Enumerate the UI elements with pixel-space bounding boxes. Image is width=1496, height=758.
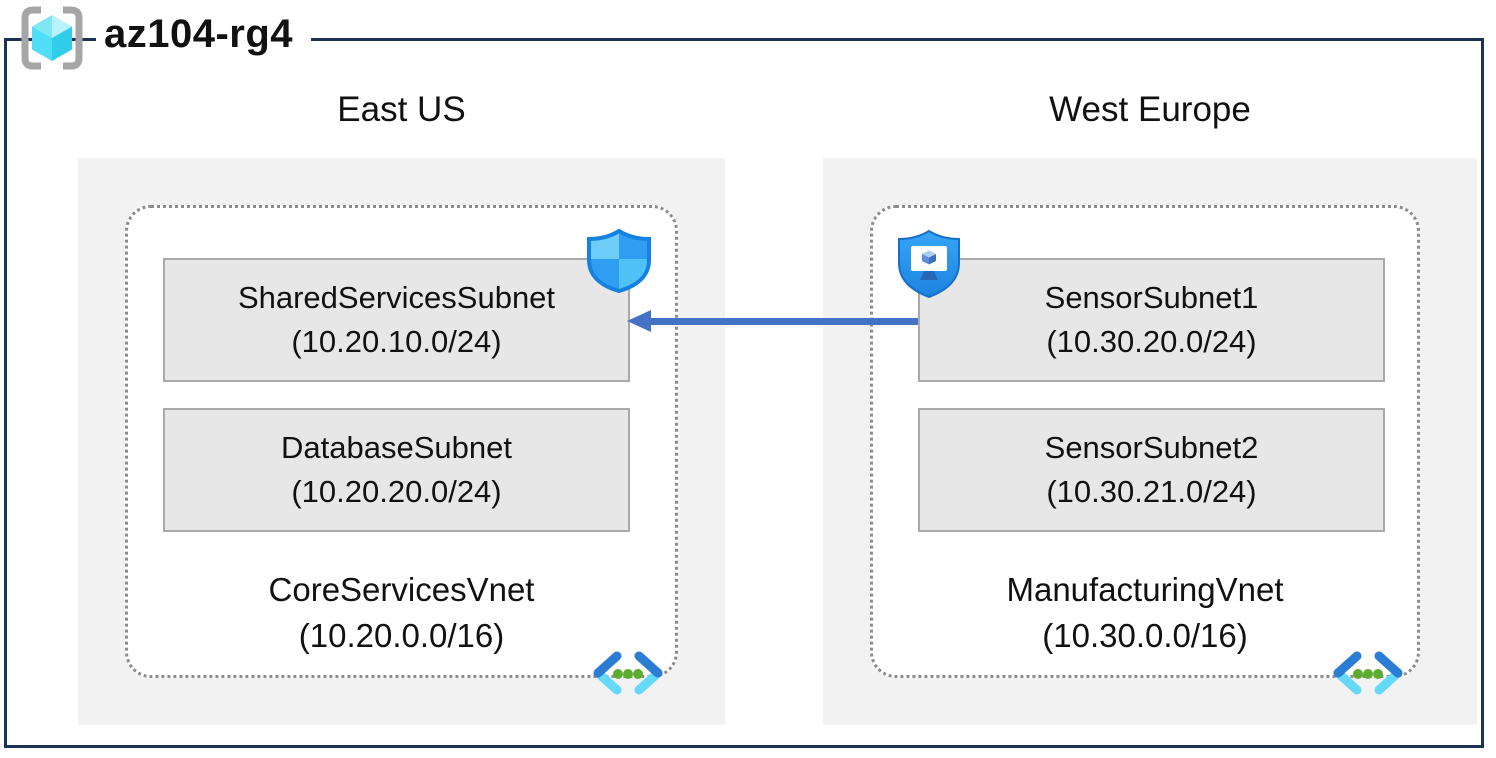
subnet-box-sensorsubnet1: SensorSubnet1 (10.30.20.0/24) [918,258,1385,382]
vnet-name: CoreServicesVnet [268,571,535,608]
resource-group-icon [21,6,83,70]
defender-shield-icon [587,228,651,294]
subnet-box-sensorsubnet2: SensorSubnet2 (10.30.21.0/24) [918,408,1385,532]
vnet-label-manufacturing: ManufacturingVnet (10.30.0.0/16) [870,567,1420,659]
peering-arrow-line [650,318,918,325]
vnet-cidr: (10.20.0.0/16) [298,617,505,654]
subnet-cidr: (10.30.21.0/24) [1046,474,1257,509]
virtual-network-icon [1333,651,1403,695]
virtual-network-icon [593,651,663,695]
region-label-west-europe: West Europe [1049,90,1251,129]
subnet-cidr: (10.20.20.0/24) [291,474,502,509]
subnet-cidr: (10.30.20.0/24) [1046,324,1257,359]
resource-group-border [4,38,1484,748]
vnet-name: ManufacturingVnet [1006,571,1284,608]
subnet-box-database: DatabaseSubnet (10.20.20.0/24) [163,408,630,532]
vnet-cidr: (10.30.0.0/16) [1042,617,1248,654]
subnet-name: SensorSubnet2 [1044,430,1259,465]
region-label-east-us: East US [337,90,466,129]
peering-arrowhead [627,310,651,332]
subnet-box-sharedservices: SharedServicesSubnet (10.20.10.0/24) [163,258,630,382]
subnet-name: SharedServicesSubnet [237,280,556,315]
resource-group-title: az104-rg4 [96,8,312,61]
shield-monitor-icon [898,229,960,299]
subnet-name: DatabaseSubnet [281,430,512,465]
subnet-cidr: (10.20.10.0/24) [291,324,502,359]
vnet-label-coreservices: CoreServicesVnet (10.20.0.0/16) [125,567,678,659]
subnet-name: SensorSubnet1 [1044,280,1259,315]
